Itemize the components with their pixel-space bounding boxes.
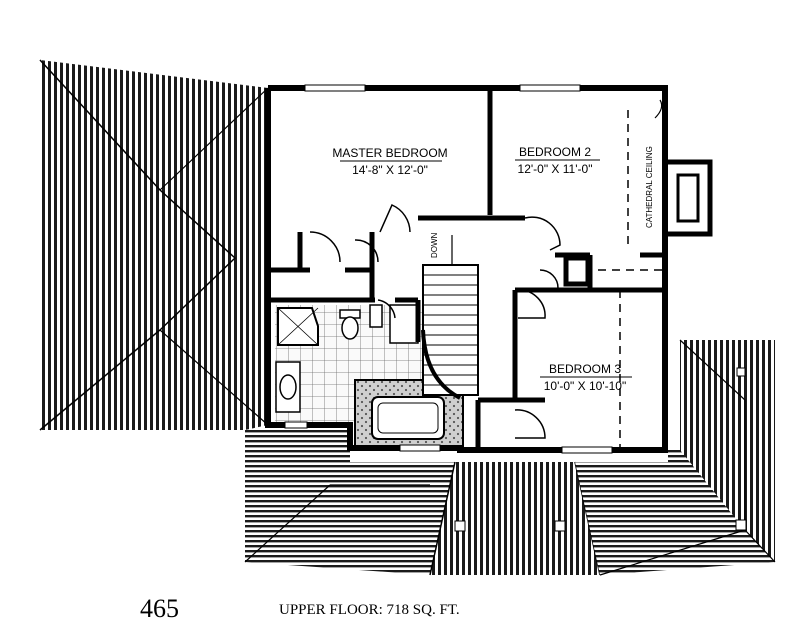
roof-gable [429, 461, 601, 576]
bedroom2-size: 12'-0" X 11'-0" [518, 162, 593, 176]
chimney-bump [661, 159, 713, 237]
floor-area-label: UPPER FLOOR: 718 SQ. FT. [279, 602, 460, 618]
plan-number: 465 [140, 594, 179, 623]
master-bedroom-size: 14'-8" X 12'-0" [352, 163, 428, 177]
bathtub [371, 396, 445, 440]
door-swings [309, 204, 561, 439]
cathedral-ceiling-lines [598, 110, 665, 450]
master-bedroom-name: MASTER BEDROOM [332, 146, 447, 160]
roof-left [39, 59, 269, 431]
roof-bottom-right [575, 339, 776, 576]
interior-walls [268, 88, 665, 448]
walls [265, 85, 668, 453]
bedroom3-name: BEDROOM 3 [549, 362, 621, 376]
roof-bottom-left [244, 430, 455, 575]
windows [284, 84, 613, 454]
staircase [421, 235, 479, 400]
ceiling-arrow [654, 99, 663, 119]
stair-down-label: DOWN [430, 232, 439, 258]
cathedral-ceiling-label: CATHEDRAL CEILING [645, 146, 654, 228]
bedroom3-size: 10'-0" X 10'-10" [544, 379, 626, 393]
bedroom2-name: BEDROOM 2 [519, 145, 591, 159]
